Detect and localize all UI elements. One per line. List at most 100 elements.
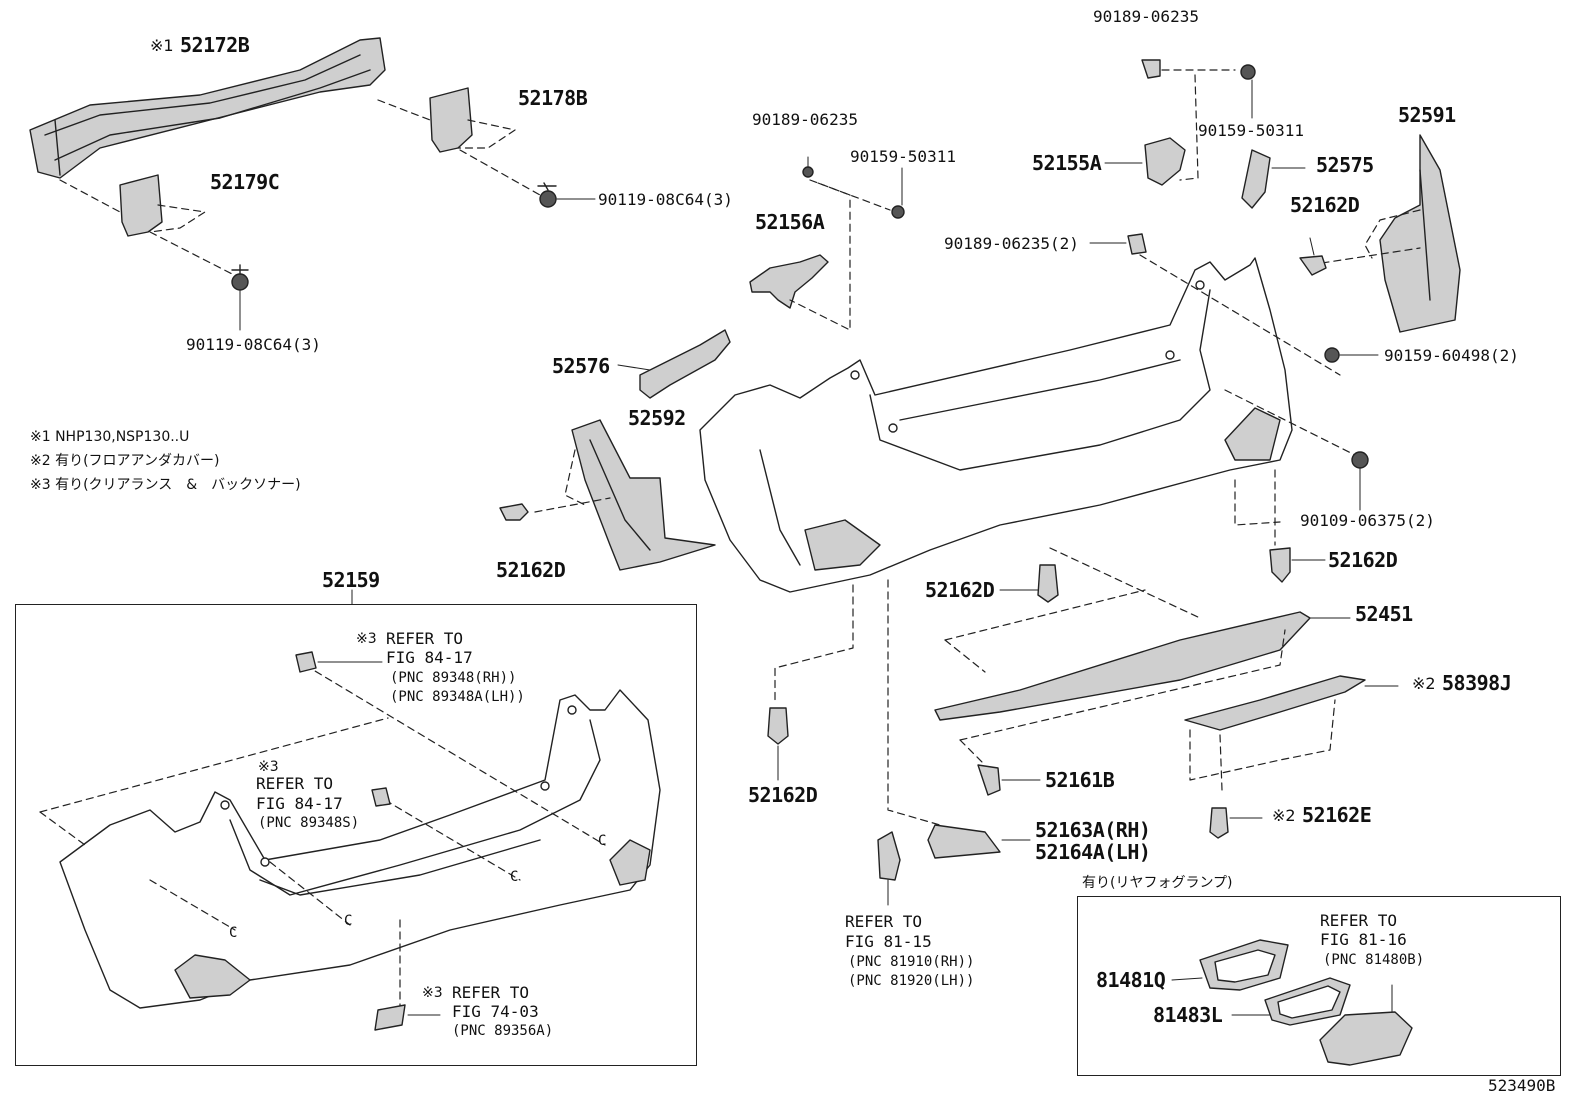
ref2-title: REFER TO [256,774,334,793]
part-90159-a-label: 90159-50311 [850,147,956,166]
part-90119-left-label: 90119-08C64(3) [186,335,321,354]
part-90119-right-label: 90119-08C64(3) [598,190,733,209]
assembly-box-52159 [15,604,697,1066]
part-52162D-center-label: 52162D [925,578,995,602]
note-3: ※3 有り(クリアランス & バックソナー) [30,477,301,493]
note-mark-1: ※1 [150,36,174,55]
ref2-pnc: (PNC 89348S) [258,815,360,831]
bracket-52178B [429,87,516,153]
fog-ref-fig: FIG 81-15 [845,932,932,951]
bolt-90119-left [231,264,249,291]
part-90189-top-label: 90189-06235 [1093,7,1199,26]
fog-box-ref-fig: FIG 81-16 [1320,930,1407,949]
part-52575-label: 52575 [1316,153,1374,177]
clip-52161B [977,764,1001,796]
fog-lamp-bezel-81481Q [1199,939,1289,991]
ref2-mark: ※3 [258,759,279,775]
part-90189-2-label: 90189-06235(2) [944,234,1079,253]
clip-c-3: C [344,913,353,929]
fog-ref-pnc-lh: (PNC 81920(LH)) [848,973,975,989]
ref2-fig: FIG 84-17 [256,794,343,813]
rear-diffuser-52451 [934,589,1311,741]
side-bracket-52591 [1379,134,1461,333]
cap-89356A [374,1004,406,1031]
part-52162D-bottom-label: 52162D [748,783,818,807]
floor-under-cover-58398J [1184,675,1366,791]
part-90159-top-label: 90159-50311 [1198,121,1304,140]
fog-lamp-box [1077,896,1561,1076]
ref3-mark: ※3 [422,985,443,1001]
part-52156A-label: 52156A [755,210,825,234]
part-52162D-left-label: 52162D [496,558,566,582]
part-52162D-right-label: 52162D [1328,548,1398,572]
clip-52162D-right-top [1299,255,1327,276]
fog-ref-title: REFER TO [845,912,923,931]
diagram-id: 523490B [1488,1076,1556,1095]
bolt-90119-right [537,182,596,208]
ref1-fig: FIG 84-17 [386,648,473,667]
part-90109-label: 90109-06375(2) [1300,511,1435,530]
note-mark-2-52162E: ※2 [1272,806,1296,825]
bumper-reinforcement [29,37,386,179]
bracket-52576 [639,329,731,399]
clip-c-1: C [598,833,607,849]
part-58398J-label: 58398J [1442,671,1512,695]
fog-lamp-gasket-81483L [1264,977,1351,1026]
side-bracket-52592 [571,419,716,571]
rear-bumper-assembly [59,689,661,1009]
part-52451-label: 52451 [1355,602,1413,626]
part-52161B-label: 52161B [1045,768,1115,792]
ref1-pnc-lh: (PNC 89348A(LH)) [390,689,525,705]
part-52178B-label: 52178B [518,86,588,110]
ref3-pnc: (PNC 89356A) [452,1023,554,1039]
fog-box-heading: 有り(リヤフォグランプ) [1082,875,1233,891]
part-81481Q-label: 81481Q [1096,968,1166,992]
clip-c-2: C [510,869,519,885]
rear-bumper-cover [699,257,1293,593]
part-90189-a-label: 90189-06235 [752,110,858,129]
bracket-52155A [1144,137,1186,186]
part-52591-label: 52591 [1398,103,1456,127]
part-52162E-label: 52162E [1302,803,1372,827]
note-1: ※1 NHP130,NSP130..U [30,429,190,445]
sensor-holder-89348S [371,787,391,807]
ref3-fig: FIG 74-03 [452,1002,539,1021]
bracket-52179C [119,174,206,237]
note-mark-2-58398J: ※2 [1412,674,1436,693]
part-52179C-label: 52179C [210,170,280,194]
fog-box-ref-title: REFER TO [1320,911,1398,930]
clip-c-4: C [229,925,238,941]
fog-box-ref-pnc: (PNC 81480B) [1323,952,1425,968]
ref3-title: REFER TO [452,983,530,1002]
clip-52162D-left [499,503,529,521]
bolt-90109 [1351,451,1369,511]
part-52172B-label: 52172B [180,33,250,57]
ref1-title: REFER TO [386,629,464,648]
assembly-number: 52159 [322,568,380,592]
fog-ref-pnc-rh: (PNC 81910(RH)) [848,954,975,970]
bracket-52575 [1241,149,1271,209]
sensor-holder-89348 [295,651,317,673]
ref1-mark: ※3 [356,631,377,647]
part-52576-label: 52576 [552,354,610,378]
bolt-90159-60498 [1324,347,1340,363]
clip-52162D-center [1037,564,1059,603]
part-90159-60498-label: 90159-60498(2) [1384,346,1519,365]
bracket-52156A [749,254,829,309]
clip-52162D-right [1269,547,1291,583]
fog-lamp-reference-part [877,831,901,881]
ref1-pnc-rh: (PNC 89348(RH)) [390,670,517,686]
part-52592-label: 52592 [628,406,686,430]
part-81483L-label: 81483L [1153,1003,1223,1027]
bolt-90159-top [1240,64,1256,80]
part-52163A-label: 52163A(RH) [1035,818,1151,842]
clip-52162E [1209,807,1229,839]
clip-52162D-bottom [767,707,789,745]
part-52155A-label: 52155A [1032,151,1102,175]
fog-lamp-81480B [1319,1011,1413,1066]
part-52164A-label: 52164A(LH) [1035,840,1151,864]
part-52162D-right-top-label: 52162D [1290,193,1360,217]
clip-90189-top [1141,59,1161,79]
